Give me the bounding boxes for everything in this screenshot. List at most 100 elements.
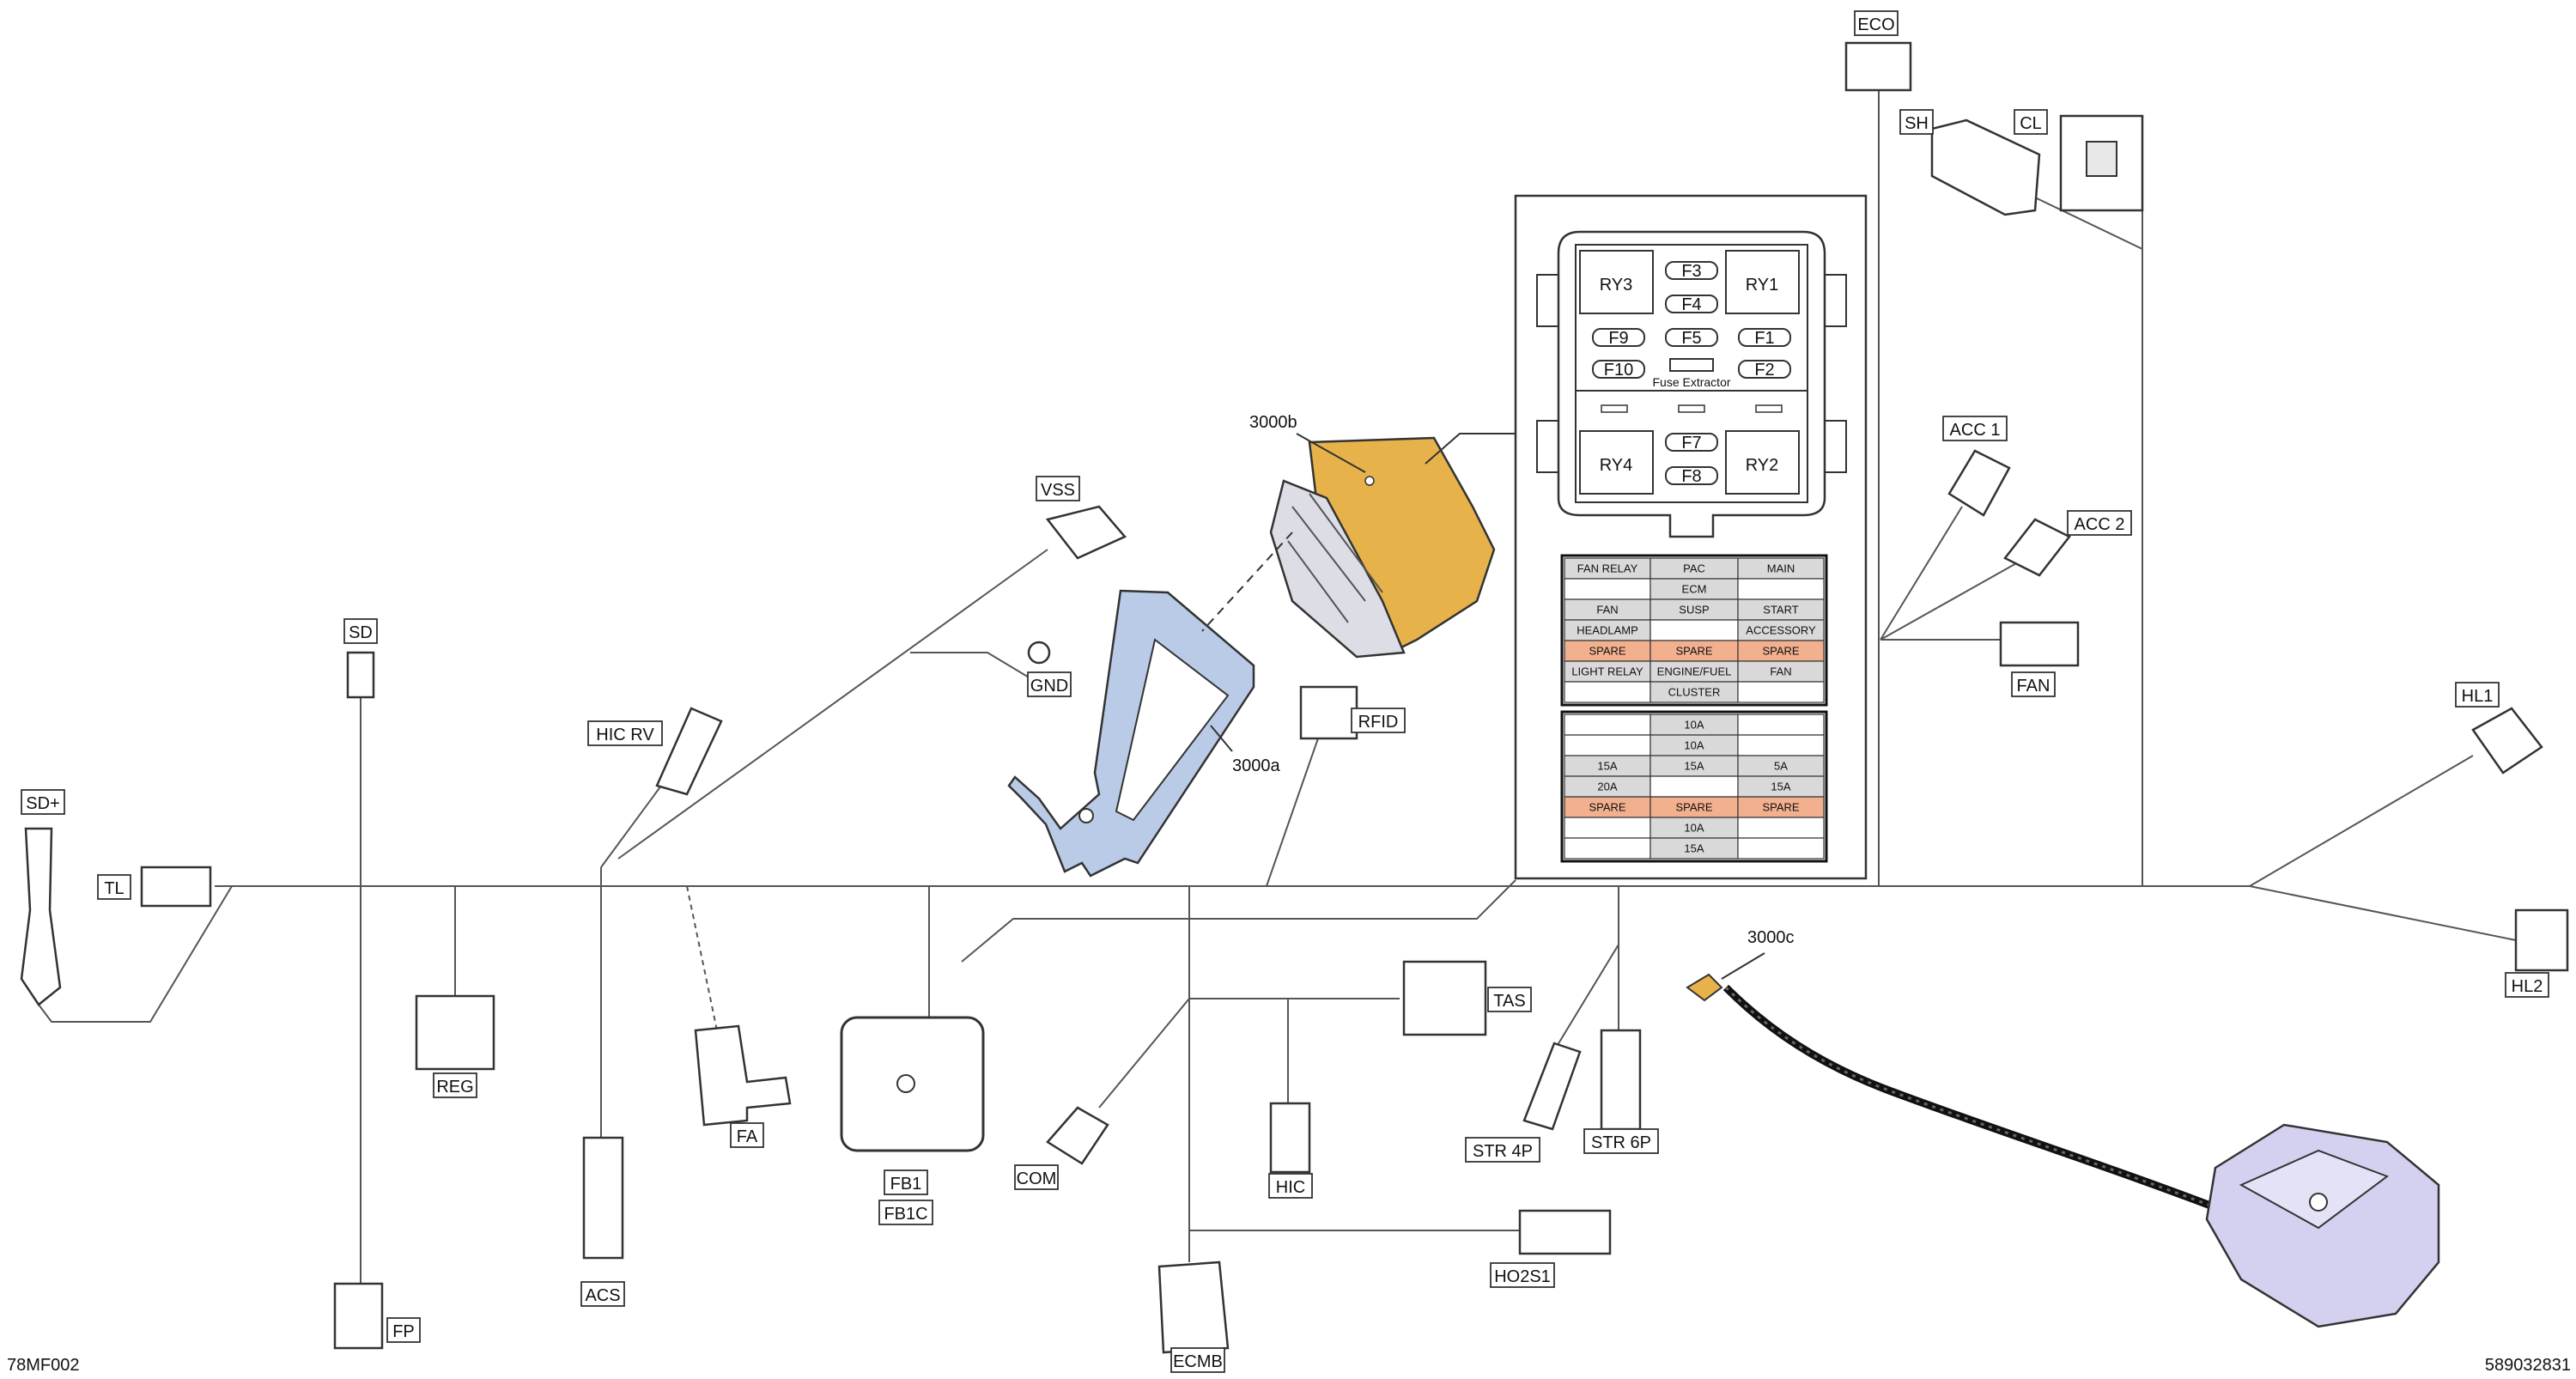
table-cell-text: ECM bbox=[1682, 582, 1707, 595]
table-cell-text: SPARE bbox=[1762, 800, 1799, 813]
table-cell bbox=[1737, 557, 1825, 580]
callout-3000c: 3000c bbox=[1747, 928, 1795, 947]
connector-code: HL1 bbox=[2462, 687, 2494, 706]
connector-code: SD+ bbox=[26, 794, 59, 813]
table-cell bbox=[1564, 681, 1651, 703]
drawing-code-right: 589032831 bbox=[2485, 1356, 2571, 1375]
fan-label: FAN bbox=[2011, 671, 2056, 697]
table-cell bbox=[1649, 681, 1739, 703]
connector-code: RFID bbox=[1358, 713, 1399, 732]
connector-code: TL bbox=[104, 879, 124, 898]
table-cell bbox=[1649, 775, 1739, 798]
table-cell bbox=[1564, 817, 1651, 839]
fb1c-label: FB1C bbox=[878, 1200, 933, 1225]
table-cell-text: HEADLAMP bbox=[1577, 623, 1638, 636]
table-cell bbox=[1737, 775, 1825, 798]
spare-cell bbox=[1649, 796, 1739, 818]
table-cell bbox=[1737, 598, 1825, 621]
cl-label: CL bbox=[2014, 109, 2048, 135]
sh-label: SH bbox=[1899, 109, 1934, 135]
connector-code: ECMB bbox=[1173, 1352, 1223, 1371]
connector-code: SH bbox=[1905, 114, 1929, 133]
hl1-label: HL1 bbox=[2455, 682, 2500, 708]
fuse-label: F7 bbox=[1681, 434, 1701, 453]
fuse-label: F2 bbox=[1754, 361, 1774, 380]
com-label: COM bbox=[1014, 1164, 1059, 1190]
table-cell bbox=[1649, 837, 1739, 860]
tl-label: TL bbox=[97, 874, 131, 900]
table-cell-text: 15A bbox=[1771, 780, 1790, 793]
acc2-label: ACC 2 bbox=[2067, 510, 2132, 536]
fuse-extractor-label: Fuse Extractor bbox=[1652, 375, 1730, 389]
table-cell-text: START bbox=[1763, 603, 1798, 616]
connector-code: TAS bbox=[1493, 992, 1525, 1011]
table-cell-text: SUSP bbox=[1679, 603, 1709, 616]
table-cell-text: SPARE bbox=[1762, 644, 1799, 657]
reg-label: REG bbox=[433, 1072, 477, 1098]
relay-label: RY1 bbox=[1746, 276, 1779, 295]
table-cell bbox=[1737, 681, 1825, 703]
eco-label: ECO bbox=[1854, 10, 1899, 36]
table-cell bbox=[1649, 714, 1739, 736]
str6p-label: STR 6P bbox=[1583, 1128, 1659, 1154]
table-cell-text: FAN RELAY bbox=[1577, 562, 1638, 574]
connector-code: HIC bbox=[1276, 1178, 1305, 1197]
harness-wires bbox=[38, 90, 2517, 1284]
table-cell bbox=[1737, 837, 1825, 860]
connector-code: GND bbox=[1030, 677, 1068, 696]
hic-rv-label: HIC RV bbox=[587, 720, 663, 746]
table-cell bbox=[1564, 660, 1651, 683]
spare-cell bbox=[1564, 796, 1651, 818]
spare-cell bbox=[1737, 796, 1825, 818]
table-cell-text: SPARE bbox=[1675, 800, 1712, 813]
table-cell-text: 10A bbox=[1684, 821, 1704, 834]
fb1-label: FB1 bbox=[884, 1169, 928, 1195]
table-cell bbox=[1737, 578, 1825, 600]
ho2s1-label: HO2S1 bbox=[1490, 1262, 1555, 1288]
ecm-connector bbox=[1201, 436, 1496, 659]
connector-code: SD bbox=[349, 623, 373, 642]
acs-label: ACS bbox=[580, 1281, 625, 1307]
table-cell-text: SPARE bbox=[1589, 644, 1625, 657]
connector-code: ACC 1 bbox=[1950, 421, 2001, 440]
ecmb-label: ECMB bbox=[1170, 1347, 1225, 1373]
table-cell bbox=[1564, 734, 1651, 756]
connector-code: FB1 bbox=[890, 1175, 922, 1194]
table-cell-text: SPARE bbox=[1675, 644, 1712, 657]
connector-code: ECO bbox=[1857, 15, 1894, 34]
connector-code: COM bbox=[1017, 1169, 1057, 1188]
table-cell-text: ENGINE/FUEL bbox=[1657, 665, 1732, 677]
fuse-label: F5 bbox=[1681, 329, 1701, 348]
table-cell bbox=[1564, 755, 1651, 777]
connector-code: STR 4P bbox=[1473, 1142, 1533, 1161]
fa-label: FA bbox=[730, 1122, 764, 1148]
table-cell bbox=[1649, 578, 1739, 600]
gnd-label: GND bbox=[1027, 671, 1072, 697]
table-cell-text: LIGHT RELAY bbox=[1571, 665, 1643, 677]
connector-code: HO2S1 bbox=[1494, 1267, 1551, 1286]
table-cell bbox=[1649, 817, 1739, 839]
connector-code: FAN bbox=[2017, 677, 2050, 696]
rfid-label: RFID bbox=[1351, 708, 1406, 733]
fuse-label: F4 bbox=[1681, 295, 1701, 314]
table-cell bbox=[1564, 714, 1651, 736]
table-cell bbox=[1737, 817, 1825, 839]
connector-code: FA bbox=[737, 1127, 758, 1146]
connector-code: FP bbox=[392, 1322, 415, 1341]
table-cell-text: 10A bbox=[1684, 718, 1704, 731]
connector-code: CL bbox=[2020, 114, 2042, 133]
tas-label: TAS bbox=[1487, 987, 1532, 1012]
relay-label: RY4 bbox=[1600, 456, 1633, 475]
table-cell-text: 10A bbox=[1684, 738, 1704, 751]
callout-3000a: 3000a bbox=[1232, 756, 1280, 775]
table-cell bbox=[1564, 837, 1651, 860]
table-cell-text: 15A bbox=[1597, 759, 1617, 772]
table-cell-text: 15A bbox=[1684, 841, 1704, 854]
vss-label: VSS bbox=[1036, 476, 1080, 501]
relay-label: RY3 bbox=[1600, 276, 1633, 295]
connector-code: ACS bbox=[585, 1286, 620, 1305]
table-cell bbox=[1737, 734, 1825, 756]
spare-cell bbox=[1649, 640, 1739, 662]
